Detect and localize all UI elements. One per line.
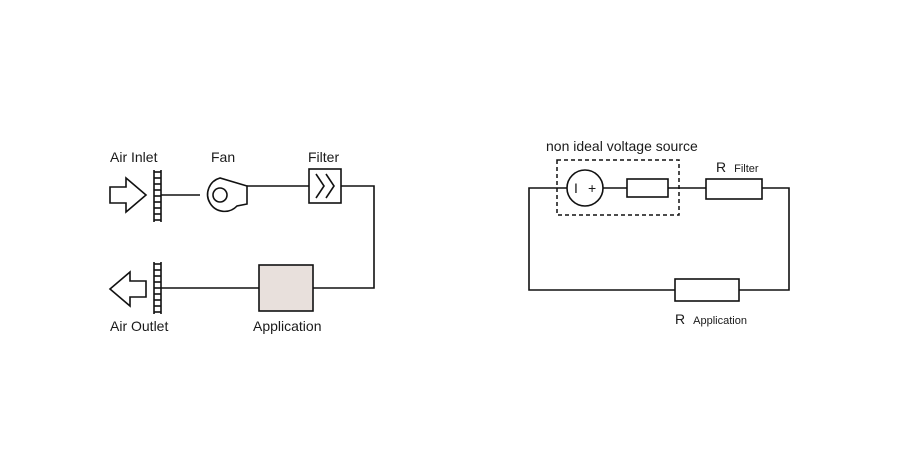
application-block (258, 264, 314, 312)
filter-resistor-label: R Filter (716, 159, 759, 176)
non-ideal-source-label: non ideal voltage source (546, 138, 698, 154)
air-inlet-label: Air Inlet (110, 149, 158, 165)
filter-resistor-subscript: Filter (734, 163, 759, 175)
source-minus-sign: I (574, 180, 578, 196)
filter-resistor (705, 178, 763, 200)
application-label: Application (253, 318, 322, 334)
circuit-wire-bottom-right (739, 187, 790, 291)
duct-filter-application (313, 185, 375, 289)
filter-resistor-symbol: R (716, 159, 726, 175)
filter-label: Filter (308, 149, 339, 165)
application-resistor-subscript: Application (693, 315, 747, 327)
outlet-grille-icon (153, 262, 162, 314)
air-outlet-arrow-icon (108, 270, 147, 308)
equivalent-circuit: non ideal voltage source I + R Filter R … (528, 138, 790, 328)
filter-icon (308, 168, 342, 204)
airflow-system: Air Inlet Fan Filter Application (108, 149, 375, 334)
voltage-source-icon: I + (566, 169, 604, 207)
fan-icon (206, 177, 248, 213)
application-resistor-symbol: R (675, 311, 685, 327)
air-inlet-arrow-icon (109, 176, 148, 214)
inlet-grille-icon (153, 170, 162, 222)
circuit-wire-top-left (528, 187, 675, 291)
application-resistor (674, 278, 740, 302)
source-plus-sign: + (588, 180, 596, 196)
internal-resistor (626, 178, 669, 198)
fan-label: Fan (211, 149, 235, 165)
air-outlet-label: Air Outlet (110, 318, 168, 334)
application-resistor-label: R Application (675, 311, 747, 328)
